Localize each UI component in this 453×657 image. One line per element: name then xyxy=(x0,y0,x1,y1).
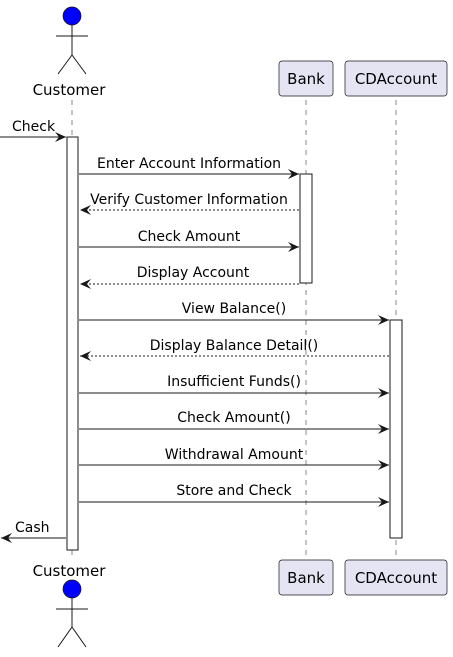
cdaccount-participant-bottom: CDAccount xyxy=(344,559,448,596)
message-check: Check xyxy=(0,119,66,142)
svg-text:Enter Account Information: Enter Account Information xyxy=(97,156,281,172)
bank-label-bottom: Bank xyxy=(287,569,325,587)
bank-activation xyxy=(299,173,313,284)
svg-text:Insufficient Funds(): Insufficient Funds() xyxy=(167,374,301,390)
svg-text:Withdrawal Amount: Withdrawal Amount xyxy=(165,447,304,463)
message-view-balance: View Balance() xyxy=(79,301,389,325)
svg-text:Cash: Cash xyxy=(15,520,50,536)
message-check-amount: Check Amount xyxy=(79,229,299,252)
cdaccount-label-top: CDAccount xyxy=(355,70,437,88)
actor-head-icon xyxy=(62,6,82,26)
cdaccount-participant-top: CDAccount xyxy=(344,60,448,97)
svg-text:Display Account: Display Account xyxy=(137,265,250,281)
svg-text:Check Amount: Check Amount xyxy=(138,229,241,245)
svg-text:Check Amount(): Check Amount() xyxy=(177,410,290,426)
customer-actor-bottom: Customer xyxy=(33,562,107,648)
actor-head-icon xyxy=(62,579,82,599)
message-insufficient-funds: Insufficient Funds() xyxy=(79,374,389,398)
svg-text:Store and Check: Store and Check xyxy=(176,483,292,499)
message-check-amount-cd: Check Amount() xyxy=(79,410,389,434)
message-enter-account-information: Enter Account Information xyxy=(79,156,299,179)
message-display-balance-detail: Display Balance Detail() xyxy=(80,338,389,361)
message-store-and-check: Store and Check xyxy=(79,483,389,507)
customer-actor-top: Customer xyxy=(33,6,107,99)
message-cash: Cash xyxy=(1,520,66,543)
message-display-account: Display Account xyxy=(80,265,299,289)
customer-activation xyxy=(66,136,79,551)
cdaccount-activation xyxy=(389,319,403,539)
svg-text:Check: Check xyxy=(12,119,56,135)
message-verify-customer-information: Verify Customer Information xyxy=(80,192,299,215)
svg-text:Display Balance Detail(): Display Balance Detail() xyxy=(150,338,319,354)
bank-participant-bottom: Bank xyxy=(278,559,334,596)
svg-text:Verify Customer Information: Verify Customer Information xyxy=(90,192,288,208)
message-withdrawal-amount: Withdrawal Amount xyxy=(79,447,389,470)
bank-label-top: Bank xyxy=(287,70,325,88)
customer-label-bottom: Customer xyxy=(33,562,107,580)
svg-text:View Balance(): View Balance() xyxy=(182,301,286,317)
cdaccount-label-bottom: CDAccount xyxy=(355,569,437,587)
customer-label-top: Customer xyxy=(33,81,107,99)
bank-participant-top: Bank xyxy=(278,60,334,97)
